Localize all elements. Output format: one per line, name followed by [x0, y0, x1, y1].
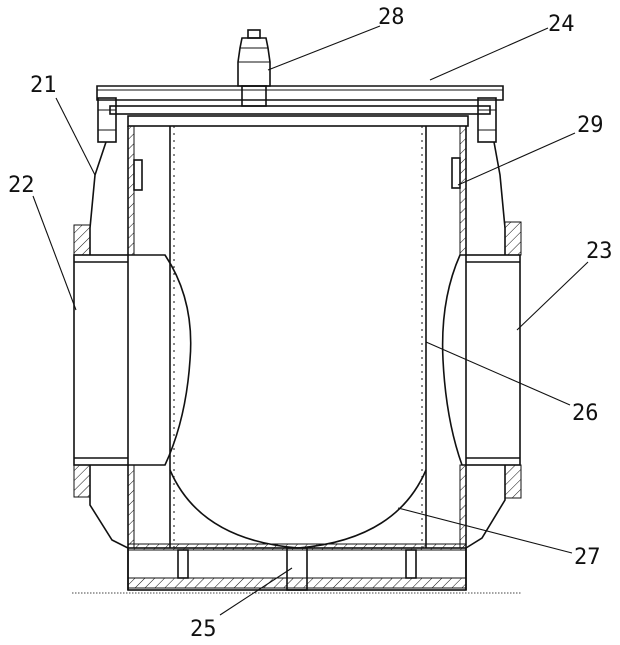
inlet-port	[73, 224, 192, 498]
label-23: 23	[586, 239, 613, 264]
filter-basket	[169, 126, 427, 549]
label-29: 29	[577, 113, 604, 138]
label-24: 24	[548, 12, 575, 37]
label-27: 27	[574, 545, 601, 570]
top-cover	[96, 85, 504, 143]
label-26: 26	[572, 401, 599, 426]
outlet-port	[441, 221, 522, 499]
label-25: 25	[190, 617, 217, 642]
label-28: 28	[378, 5, 405, 30]
vent-fitting	[237, 29, 271, 107]
label-21: 21	[30, 73, 57, 98]
bottom-base	[127, 543, 467, 591]
leader-lines	[32, 25, 589, 616]
label-22: 22	[8, 173, 35, 198]
